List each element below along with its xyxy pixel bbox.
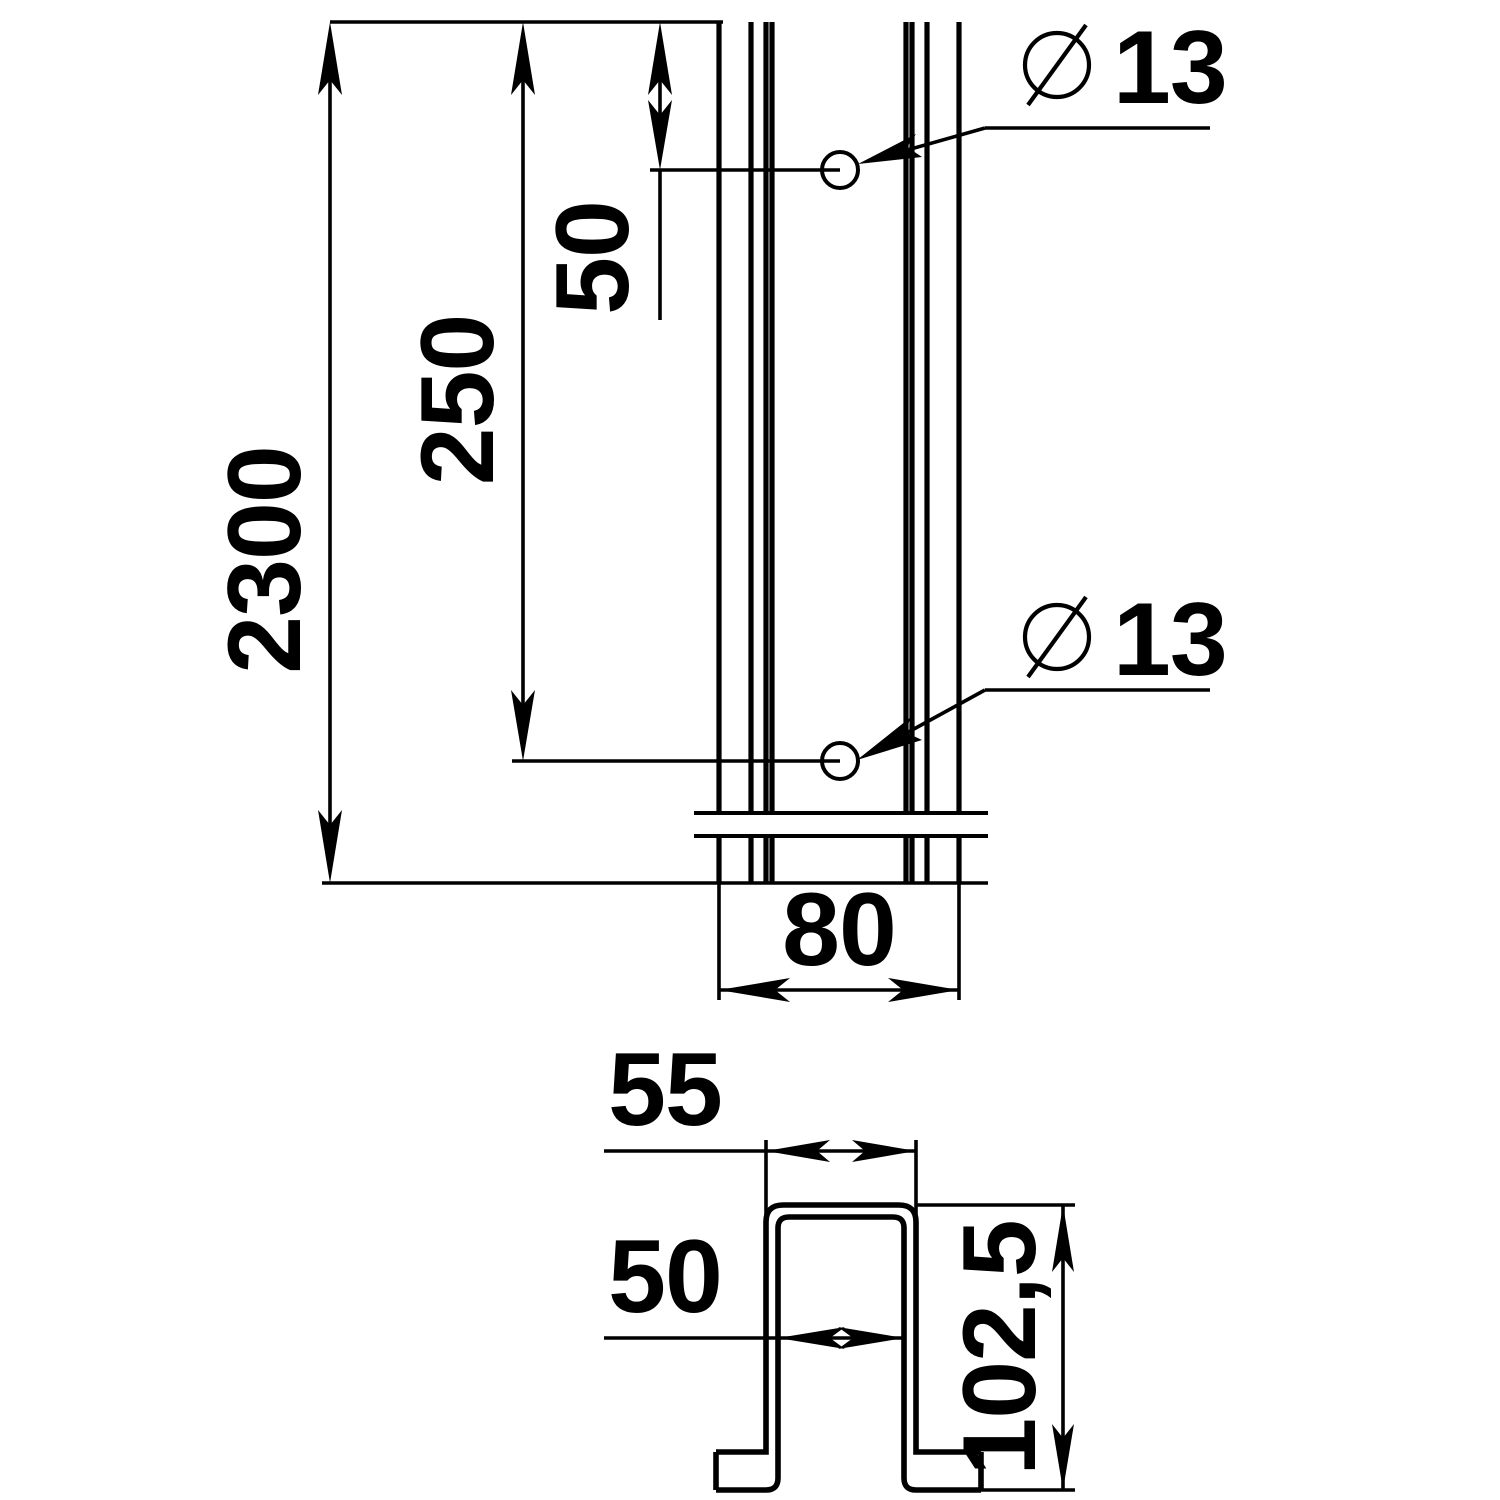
dim-50-section-arrow-left: [778, 1327, 845, 1349]
dimension-250-group: 250: [400, 22, 840, 763]
dim-1025-arrow-bottom: [1052, 1424, 1074, 1490]
lower-callout-arrowhead: [857, 717, 922, 760]
callout-lower-diameter-13: 13: [857, 582, 1228, 760]
upper-callout-arrowhead: [858, 134, 922, 164]
lower-callout-label: 13: [1113, 582, 1227, 698]
dim-1025-label: 102,5: [942, 1220, 1058, 1475]
dim-50-section-label: 50: [608, 1219, 722, 1335]
dim-1025-arrow-top: [1052, 1205, 1074, 1272]
dim-80-label: 80: [782, 872, 896, 988]
dimension-50-top-group: 50: [535, 22, 840, 320]
profile-cross-section: [713, 1202, 984, 1493]
dimension-102-5-group: 102,5: [916, 1203, 1075, 1492]
dim-55-arrow-right: [852, 1140, 916, 1162]
dim-50-arrow-bottom: [648, 100, 672, 170]
dim-55-label: 55: [608, 1032, 722, 1148]
dim-50-section-arrow-right: [838, 1327, 904, 1349]
dim-250-arrow-top: [511, 22, 535, 95]
dim-80-arrow-right: [888, 978, 959, 1002]
upper-callout-label: 13: [1113, 10, 1227, 126]
dim-80-arrow-left: [719, 978, 790, 1002]
dim-50-label: 50: [535, 201, 651, 315]
dimension-55-group: 55: [604, 1032, 918, 1215]
dim-250-label: 250: [400, 315, 516, 486]
dim-50-arrow-top: [648, 22, 672, 95]
diameter-icon: [1022, 595, 1092, 679]
dim-2300-label: 2300: [207, 446, 323, 673]
dimension-2300-group: 2300: [207, 20, 988, 885]
section-outer-contour: [716, 1202, 981, 1455]
dim-2300-arrow-top: [318, 22, 342, 95]
dim-2300-arrow-bottom: [318, 810, 342, 883]
callout-upper-diameter-13: 13: [858, 10, 1228, 164]
dim-55-arrow-left: [766, 1140, 830, 1162]
section-inner-contour: [716, 1214, 981, 1493]
dimension-50-section-group: 50: [604, 1219, 904, 1349]
diameter-icon: [1022, 23, 1092, 107]
elevation-holes: [820, 150, 860, 781]
dim-250-arrow-bottom: [511, 690, 535, 761]
dimension-80-group: 80: [717, 872, 961, 1002]
